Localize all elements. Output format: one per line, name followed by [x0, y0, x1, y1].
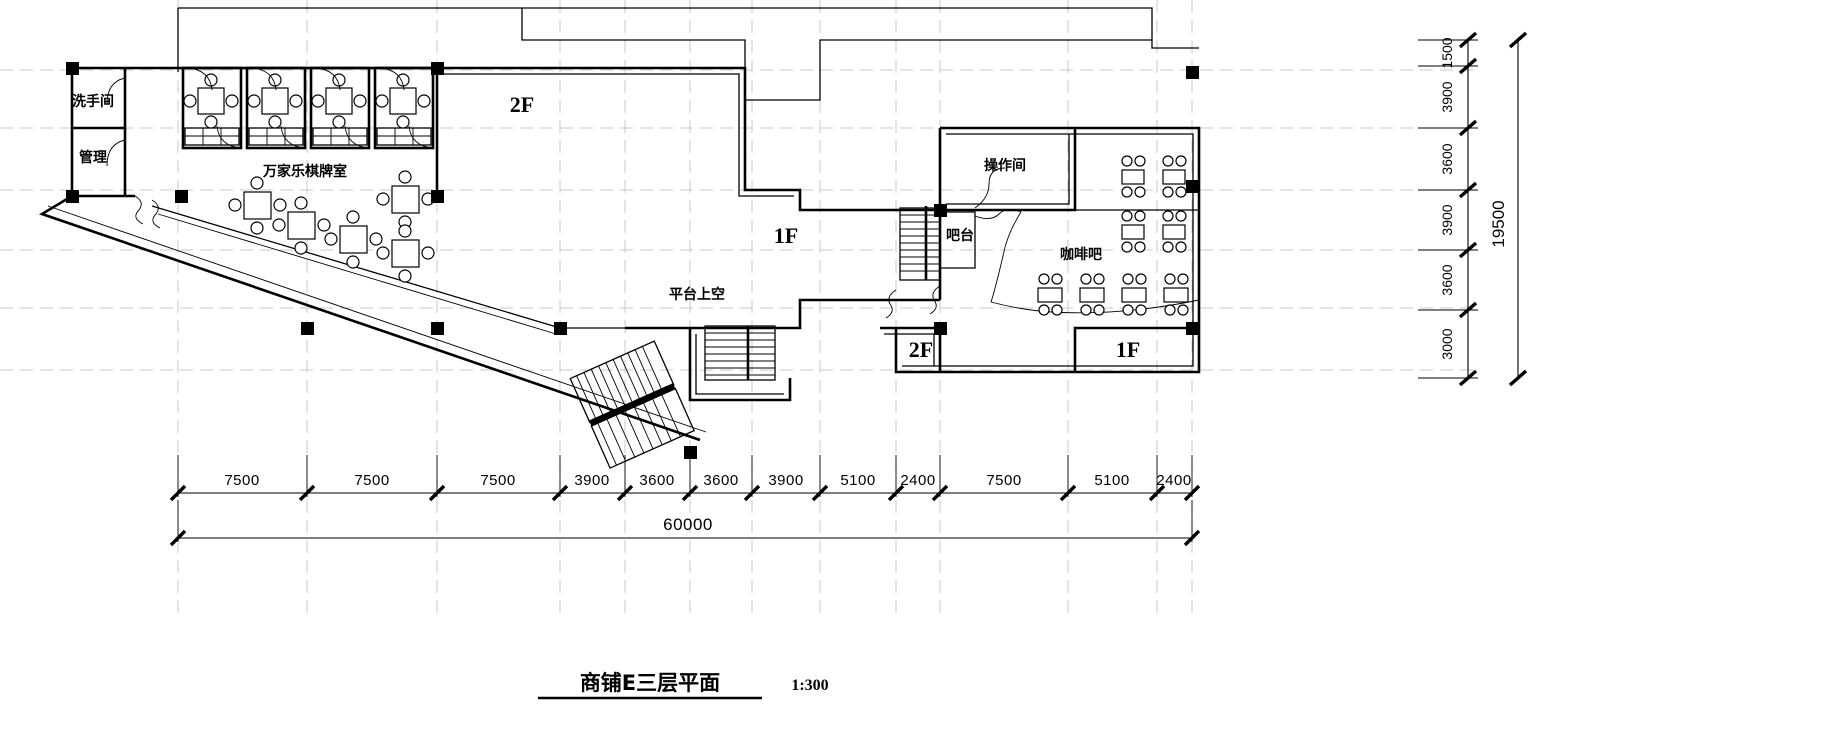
dim-v-3600a: 3600	[1439, 143, 1455, 174]
platform-stair	[704, 325, 776, 381]
dim-h-5: 3600	[639, 472, 674, 489]
seat-group	[1121, 273, 1147, 316]
table-group	[272, 196, 331, 255]
table-group	[376, 224, 435, 283]
room-label-kitchen: 操作间	[984, 157, 1026, 174]
floor-tag-1f-center: 1F	[774, 223, 798, 248]
outer-building-outline	[177, 7, 1199, 101]
seat-group	[1121, 155, 1146, 198]
floor-zone-tags: 2F 1F 2F 1F	[510, 92, 1140, 362]
floor-tag-1f-right: 1F	[1116, 337, 1140, 362]
room-label-mahjong-hall: 万家乐棋牌室	[262, 163, 347, 180]
room-label-bar-counter: 吧台	[946, 227, 974, 244]
seat-group	[1037, 273, 1063, 316]
dim-v-3900a: 3900	[1439, 81, 1455, 112]
dim-v-3000: 3000	[1439, 328, 1455, 359]
dim-v-total-19500: 19500	[1489, 200, 1508, 247]
mahjong-cabin-row	[181, 66, 435, 150]
seat-group	[1163, 273, 1189, 316]
seat-group	[1079, 273, 1105, 316]
table-group	[324, 210, 383, 269]
seat-group	[1162, 155, 1187, 198]
room-labels: 洗手间 管理 万家乐棋牌室 平台上空 操作间 吧台 咖啡吧	[72, 93, 1102, 303]
room-label-platform-void: 平台上空	[669, 286, 725, 303]
dim-h-10: 7500	[986, 472, 1021, 489]
structural-columns	[66, 62, 1199, 459]
central-zone-walls	[435, 66, 940, 402]
dim-h-6: 3600	[703, 472, 738, 489]
dim-h-total-60000: 60000	[663, 515, 713, 534]
dim-h-7: 3900	[768, 472, 803, 489]
dim-h-9: 2400	[900, 472, 935, 489]
dim-h-2: 7500	[354, 472, 389, 489]
dim-v-3900b: 3900	[1439, 204, 1455, 235]
dim-h-8: 5100	[840, 472, 875, 489]
seat-group	[1121, 210, 1146, 253]
dim-h-11: 5100	[1094, 472, 1129, 489]
drawing-scale: 1:300	[791, 677, 828, 694]
dim-h-4: 3900	[574, 472, 609, 489]
drawing-title-block: 商铺E三层平面 1:300	[538, 671, 829, 700]
room-label-management: 管理	[79, 149, 107, 166]
dim-v-3600b: 3600	[1439, 264, 1455, 295]
right-block-walls	[880, 126, 1201, 374]
seat-group	[1162, 210, 1187, 253]
dim-h-12: 2400	[1156, 472, 1191, 489]
table-group	[228, 176, 287, 235]
right-dimension-chain: 1500 3900 3600 3900 3600 3000 19500	[1418, 31, 1528, 387]
coffee-bar-seating	[1037, 155, 1189, 316]
bottom-dimension-chain: 7500 7500 7500 3900 3600 3600 3900 5100 …	[169, 455, 1201, 547]
hall-table-cluster	[228, 170, 435, 283]
room-label-washroom: 洗手间	[72, 93, 114, 110]
dim-h-1: 7500	[224, 472, 259, 489]
room-label-coffee-bar: 咖啡吧	[1060, 246, 1102, 263]
table-group	[376, 170, 435, 229]
rotated-escalator	[569, 340, 695, 469]
floor-tag-2f-lower: 2F	[909, 337, 933, 362]
drawing-title: 商铺E三层平面	[580, 671, 720, 695]
dim-v-1500: 1500	[1439, 37, 1455, 68]
floor-tag-2f-upper: 2F	[510, 92, 534, 117]
dim-h-3: 7500	[480, 472, 515, 489]
